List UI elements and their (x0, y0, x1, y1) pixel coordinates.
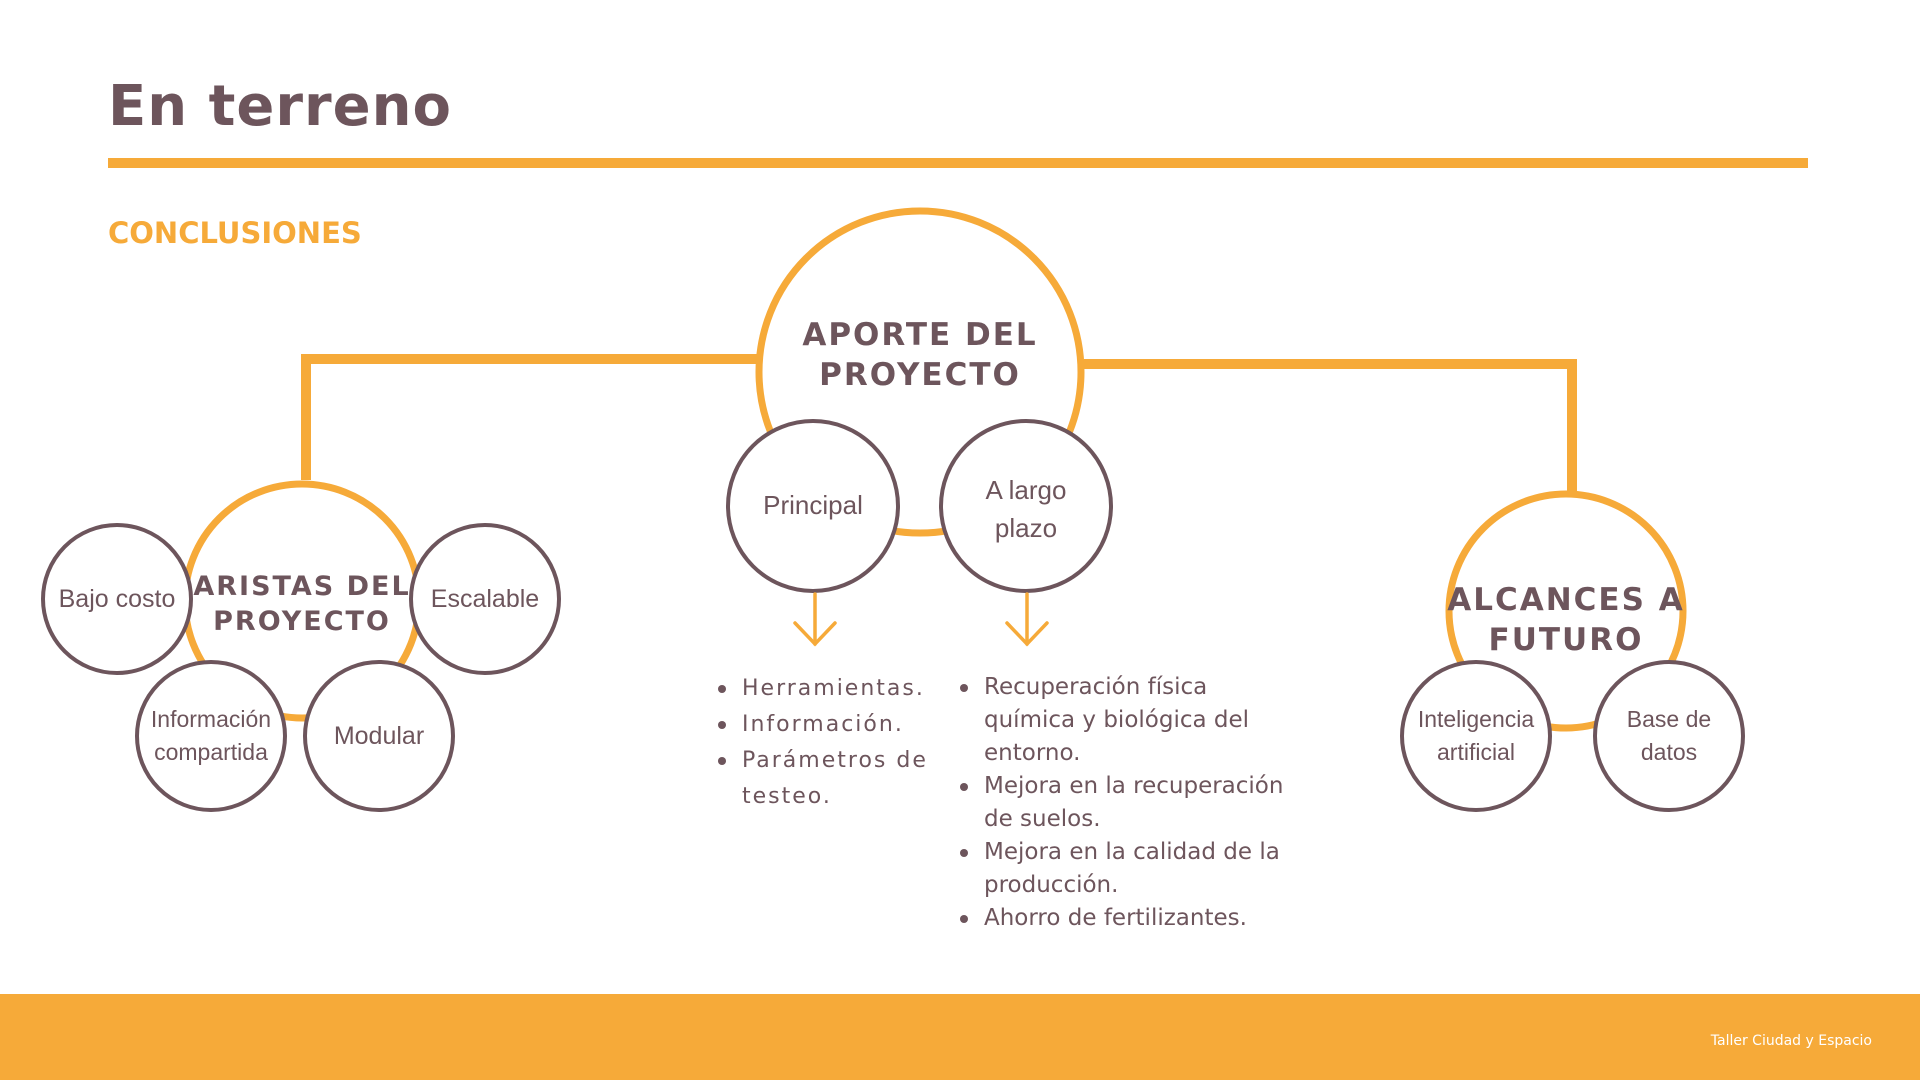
slide-title: En terreno (108, 74, 452, 139)
list-item: Información. (714, 707, 946, 743)
section-subtitle: CONCLUSIONES (108, 216, 362, 250)
connector-left (301, 354, 758, 480)
sub-label-bajo-costo: Bajo costo (58, 584, 176, 613)
sub-label-principal: Principal (763, 490, 863, 521)
sub-circle-escalable (409, 523, 561, 675)
sub-label-inteligencia: Inteligencia artificial (1417, 705, 1535, 765)
arrow-down-icon (1005, 592, 1049, 647)
sub-label-escalable: Escalable (430, 584, 540, 613)
bullet-list-largo-plazo: Recuperación física química y biológica … (956, 671, 1296, 935)
list-item: Recuperación física química y biológica … (956, 671, 1296, 770)
title-underline (108, 158, 1808, 168)
sub-label-largo-plazo: A largo plazo (985, 475, 1067, 543)
hub-label-alcances: ALCANCES A FUTURO (1447, 581, 1685, 658)
list-item: Herramientas. (714, 671, 946, 707)
footer-label: Taller Ciudad y Espacio (1710, 1033, 1872, 1049)
sub-circle-base-datos (1593, 660, 1745, 812)
sub-label-informacion: Información compartida (150, 705, 272, 765)
sub-circle-largo-plazo (939, 419, 1113, 593)
arrow-down-icon (793, 592, 837, 647)
list-item: Ahorro de fertilizantes. (956, 902, 1296, 935)
sub-label-modular: Modular (333, 721, 425, 750)
sub-circle-principal (726, 419, 900, 593)
sub-circle-inteligencia (1400, 660, 1552, 812)
list-item: Mejora en la recuperación de suelos. (956, 770, 1296, 836)
bullet-list-principal: Herramientas. Información. Parámetros de… (714, 671, 946, 815)
sub-circle-informacion (135, 660, 287, 812)
connector-right (1084, 359, 1577, 492)
hub-label-aristas: ARISTAS DEL PROYECTO (193, 570, 411, 637)
list-item: Parámetros de testeo. (714, 743, 946, 815)
sub-circle-bajo-costo (41, 523, 193, 675)
list-item: Mejora en la calidad de la producción. (956, 836, 1296, 902)
hub-label-aporte: APORTE DEL PROYECTO (802, 316, 1038, 393)
sub-label-base-datos: Base de datos (1626, 705, 1712, 765)
sub-circle-modular (303, 660, 455, 812)
footer-bar: Taller Ciudad y Espacio (0, 994, 1920, 1080)
